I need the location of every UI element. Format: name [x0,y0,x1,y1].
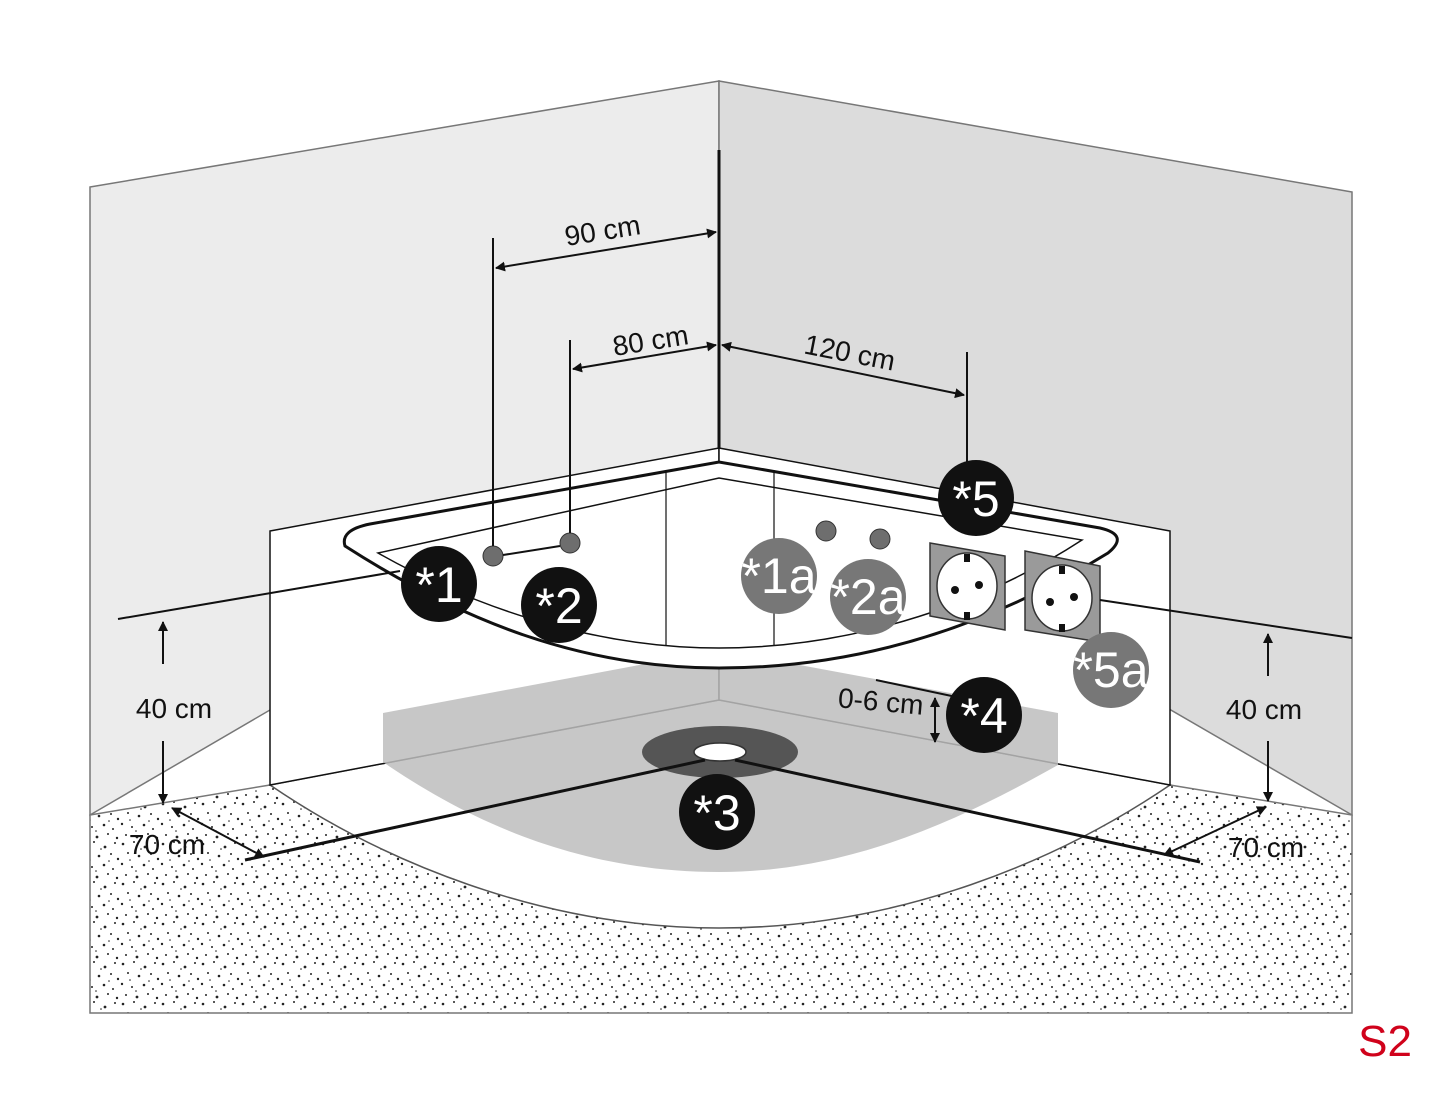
svg-text:*5a: *5a [1073,642,1148,698]
connection-point-2 [559,532,581,554]
height-right-label: 40 cm [1226,694,1302,725]
marker-2a: *2a [830,559,906,635]
marker-5: *5 [938,460,1014,536]
svg-text:*2: *2 [535,578,582,634]
connection-link [502,545,561,556]
drain-hole [693,742,747,762]
power-socket-1 [929,542,1006,631]
height-left-label: 40 cm [136,693,212,724]
connection-point-2a [869,528,891,550]
height-reference-left [117,570,401,620]
svg-text:*2a: *2a [830,569,905,625]
dimension-70-right-label: 70 cm [1228,832,1304,863]
page-label: S2 [1358,1017,1412,1066]
svg-text:*1: *1 [415,557,462,613]
dimension-line-120 [721,341,965,399]
power-socket-2 [1024,550,1101,643]
marker-1: *1 [401,546,477,622]
dimension-line-70-right [1163,806,1267,856]
svg-text:*5: *5 [952,471,999,527]
dimension-line-70-left [171,807,265,858]
marker-5a: *5a [1073,632,1149,708]
dimension-70-left-label: 70 cm [129,829,205,860]
marker-1a: *1a [741,538,817,614]
connection-point-1 [482,545,504,567]
marker-2: *2 [521,567,597,643]
gap-label: 0-6 cm [837,682,925,720]
drain-distance-line-left [244,758,706,862]
marker-3: *3 [679,774,755,850]
dimension-line-90 [495,228,717,272]
svg-text:*3: *3 [693,785,740,841]
connection-point-1a [815,520,837,542]
dimension-line-80 [572,341,717,373]
height-reference-right [1099,599,1353,639]
svg-text:*4: *4 [960,688,1007,744]
svg-text:*1a: *1a [741,548,816,604]
drain-distance-line-right [734,758,1201,864]
marker-4: *4 [946,677,1022,753]
